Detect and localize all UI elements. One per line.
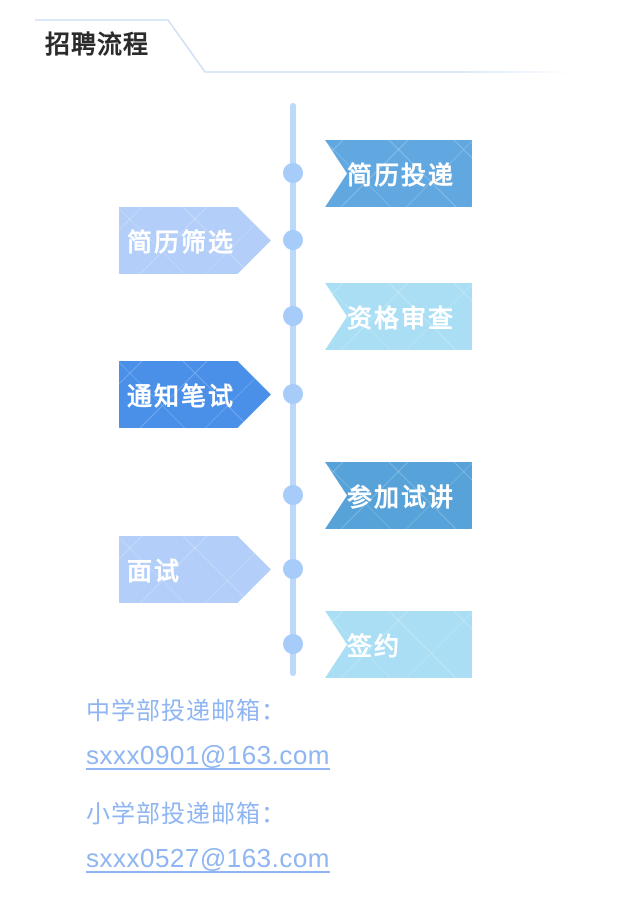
timeline-dot-3 — [283, 306, 303, 326]
timeline-dot-2 — [283, 230, 303, 250]
contact-label: 小学部投递邮箱： — [86, 801, 286, 828]
flow-step-label: 面试 — [127, 557, 182, 586]
email-link[interactable]: sxxx0901@163.com — [86, 740, 330, 770]
email-link[interactable]: sxxx0527@163.com — [86, 843, 330, 873]
flow-step-texture — [119, 361, 271, 428]
contact-block: 中学部投递邮箱： sxxx0901@163.com 小学部投递邮箱： sxxx0527… — [86, 694, 566, 900]
flow-step-texture — [325, 462, 472, 529]
flow-step-label: 参加试讲 — [347, 483, 456, 512]
page-title: 招聘流程 — [45, 31, 150, 59]
flow-step-1: 简历投递 — [325, 140, 472, 207]
flow-step-label: 简历投递 — [347, 161, 456, 190]
flow-step-label: 签约 — [347, 632, 402, 661]
contact-group-1: 中学部投递邮箱： sxxx0901@163.com — [86, 694, 566, 771]
contact-group-2: 小学部投递邮箱： sxxx0527@163.com — [86, 797, 566, 874]
timeline-dot-1 — [283, 163, 303, 183]
timeline-dot-5 — [283, 485, 303, 505]
flow-step-5: 参加试讲 — [325, 462, 472, 529]
flow-step-6: 面试 — [119, 536, 271, 603]
timeline-dot-7 — [283, 634, 303, 654]
section-header: 招聘流程 — [0, 0, 621, 96]
flow-step-2: 简历筛选 — [119, 207, 271, 274]
flow-step-texture — [325, 611, 472, 678]
flow-step-texture — [325, 283, 472, 350]
flow-step-3: 资格审查 — [325, 283, 472, 350]
flow-step-texture — [325, 140, 472, 207]
flow-step-texture — [119, 536, 271, 603]
flow-step-texture — [119, 207, 271, 274]
flow-step-label: 通知笔试 — [127, 382, 236, 411]
flow-step-7: 签约 — [325, 611, 472, 678]
flow-step-label: 简历筛选 — [127, 228, 236, 257]
flow-step-label: 资格审查 — [347, 304, 456, 333]
contact-label: 中学部投递邮箱： — [86, 698, 286, 725]
timeline-dot-6 — [283, 559, 303, 579]
flow-step-4: 通知笔试 — [119, 361, 271, 428]
timeline-dot-4 — [283, 384, 303, 404]
